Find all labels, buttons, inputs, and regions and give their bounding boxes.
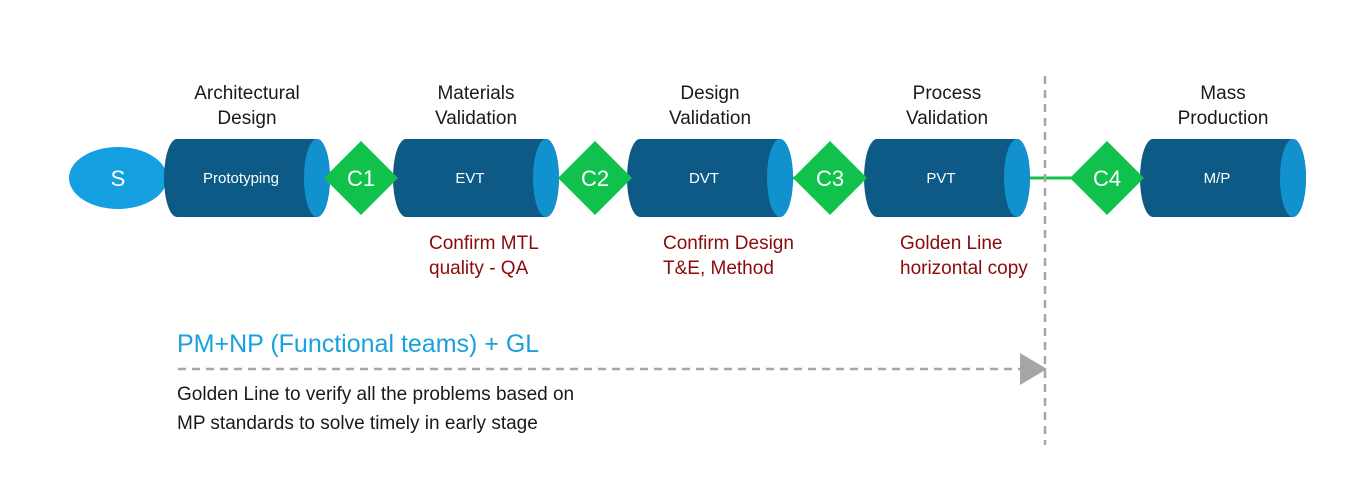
description-line-1: Golden Line to verify all the problems b… [177, 384, 574, 405]
checkpoint-label-c3: C3 [816, 166, 844, 191]
stage-cylinder-1 [164, 139, 330, 217]
stage-title-1: Design [217, 108, 276, 129]
stage-label-4: PVT [926, 170, 955, 187]
cylinder-body [164, 139, 330, 217]
stage-title-3: Design [680, 83, 739, 104]
stage-note-2: quality - QA [429, 258, 529, 279]
cylinder-end-cap [767, 139, 793, 217]
start-node-label: S [111, 166, 126, 191]
stage-cylinder-2 [393, 139, 559, 217]
stage-title-2: Validation [435, 108, 517, 129]
stage-note-3: T&E, Method [663, 258, 774, 279]
stage-note-2: Confirm MTL [429, 233, 539, 254]
stage-note-4: horizontal copy [900, 258, 1028, 279]
stage-cylinder-3 [627, 139, 793, 217]
stage-label-5: M/P [1204, 170, 1231, 187]
description-line-2: MP standards to solve timely in early st… [177, 413, 538, 434]
stage-cylinder-4 [864, 139, 1030, 217]
checkpoint-label-c1: C1 [347, 166, 375, 191]
checkpoint-diamond-c4 [1070, 141, 1144, 215]
checkpoint-diamond-c3 [793, 141, 867, 215]
stage-title-2: Materials [437, 83, 514, 104]
stage-cylinder-5 [1140, 139, 1306, 217]
teams-label: PM+NP (Functional teams) + GL [177, 330, 539, 358]
stage-note-4: Golden Line [900, 233, 1002, 254]
stage-title-5: Production [1178, 108, 1269, 129]
cylinder-body [864, 139, 1030, 217]
stage-title-5: Mass [1200, 83, 1245, 104]
stage-label-3: DVT [689, 170, 719, 187]
stage-label-2: EVT [455, 170, 484, 187]
stage-title-3: Validation [669, 108, 751, 129]
checkpoint-label-c2: C2 [581, 166, 609, 191]
checkpoint-label-c4: C4 [1093, 166, 1121, 191]
cylinder-body [627, 139, 793, 217]
cylinder-body [393, 139, 559, 217]
stage-title-4: Process [913, 83, 982, 104]
start-node [69, 147, 167, 209]
cylinder-end-cap [1004, 139, 1030, 217]
cylinder-end-cap [304, 139, 330, 217]
cylinder-end-cap [1280, 139, 1306, 217]
cylinder-body [1140, 139, 1306, 217]
arrow-head-icon [1020, 353, 1047, 385]
checkpoint-diamond-c2 [558, 141, 632, 215]
stage-note-3: Confirm Design [663, 233, 794, 254]
stage-label-1: Prototyping [203, 170, 279, 187]
cylinder-end-cap [533, 139, 559, 217]
stage-title-4: Validation [906, 108, 988, 129]
stage-title-1: Architectural [194, 83, 300, 104]
checkpoint-diamond-c1 [324, 141, 398, 215]
